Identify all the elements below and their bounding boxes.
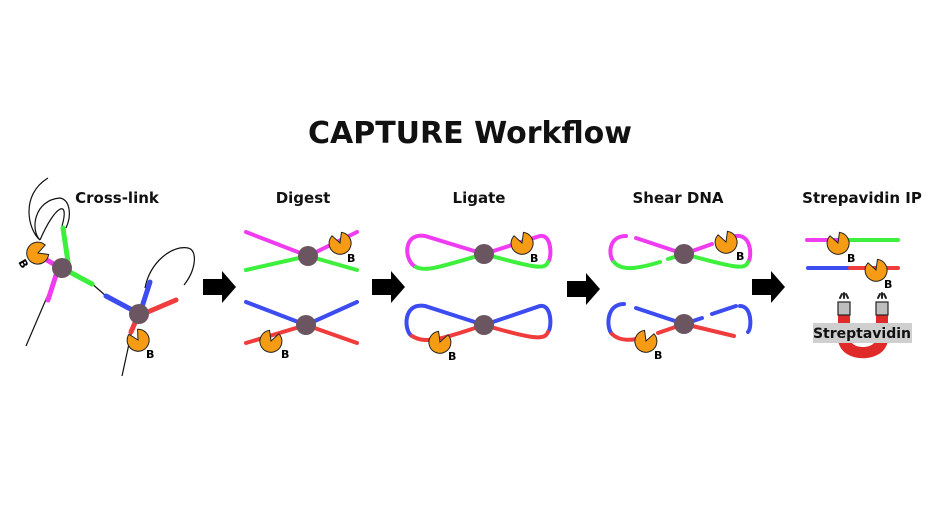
digest-panel: B B — [244, 229, 359, 361]
shear-dna-panel: B B — [606, 228, 753, 362]
protein-node — [474, 315, 494, 335]
ligate-panel: B B — [404, 229, 553, 363]
protein-node — [674, 314, 694, 334]
protein-node — [296, 315, 316, 335]
biotin-letter: B — [448, 350, 456, 363]
step-label-shear-dna: Shear DNA — [632, 189, 724, 207]
biotin-letter: B — [847, 252, 855, 265]
biotin-letter: B — [15, 257, 30, 271]
step-label-digest: Digest — [275, 189, 331, 207]
protein-node — [474, 244, 494, 264]
biotin-letter: B — [654, 349, 662, 362]
protein-node — [674, 244, 694, 264]
step-label-crosslink: Cross-link — [75, 189, 159, 207]
step-label-strepavidin-ip: Strepavidin IP — [802, 189, 922, 207]
streptavidin-label: Streptavidin — [813, 326, 911, 342]
protein-node — [52, 258, 72, 278]
arrow-right-icon — [752, 271, 785, 303]
protein-node — [298, 246, 318, 266]
strepavidin-ip-panel: B B Streptavidin — [805, 229, 912, 359]
arrow-right-icon — [203, 271, 236, 303]
biotin-letter: B — [884, 278, 892, 291]
biotin-letter: B — [347, 252, 355, 265]
step-label-ligate: Ligate — [452, 189, 506, 207]
magnet-icon — [837, 292, 889, 359]
biotin-letter: B — [146, 348, 154, 361]
biotin-letter: B — [530, 252, 538, 265]
biotin-letter: B — [281, 348, 289, 361]
protein-node — [129, 304, 149, 324]
diagram-title: CAPTURE Workflow — [307, 116, 633, 151]
arrow-right-icon — [372, 271, 405, 303]
streptavidin-label-box — [813, 323, 912, 343]
biotin-letter: B — [736, 250, 744, 263]
arrow-right-icon — [567, 273, 600, 305]
crosslink-panel: B B — [15, 177, 195, 377]
